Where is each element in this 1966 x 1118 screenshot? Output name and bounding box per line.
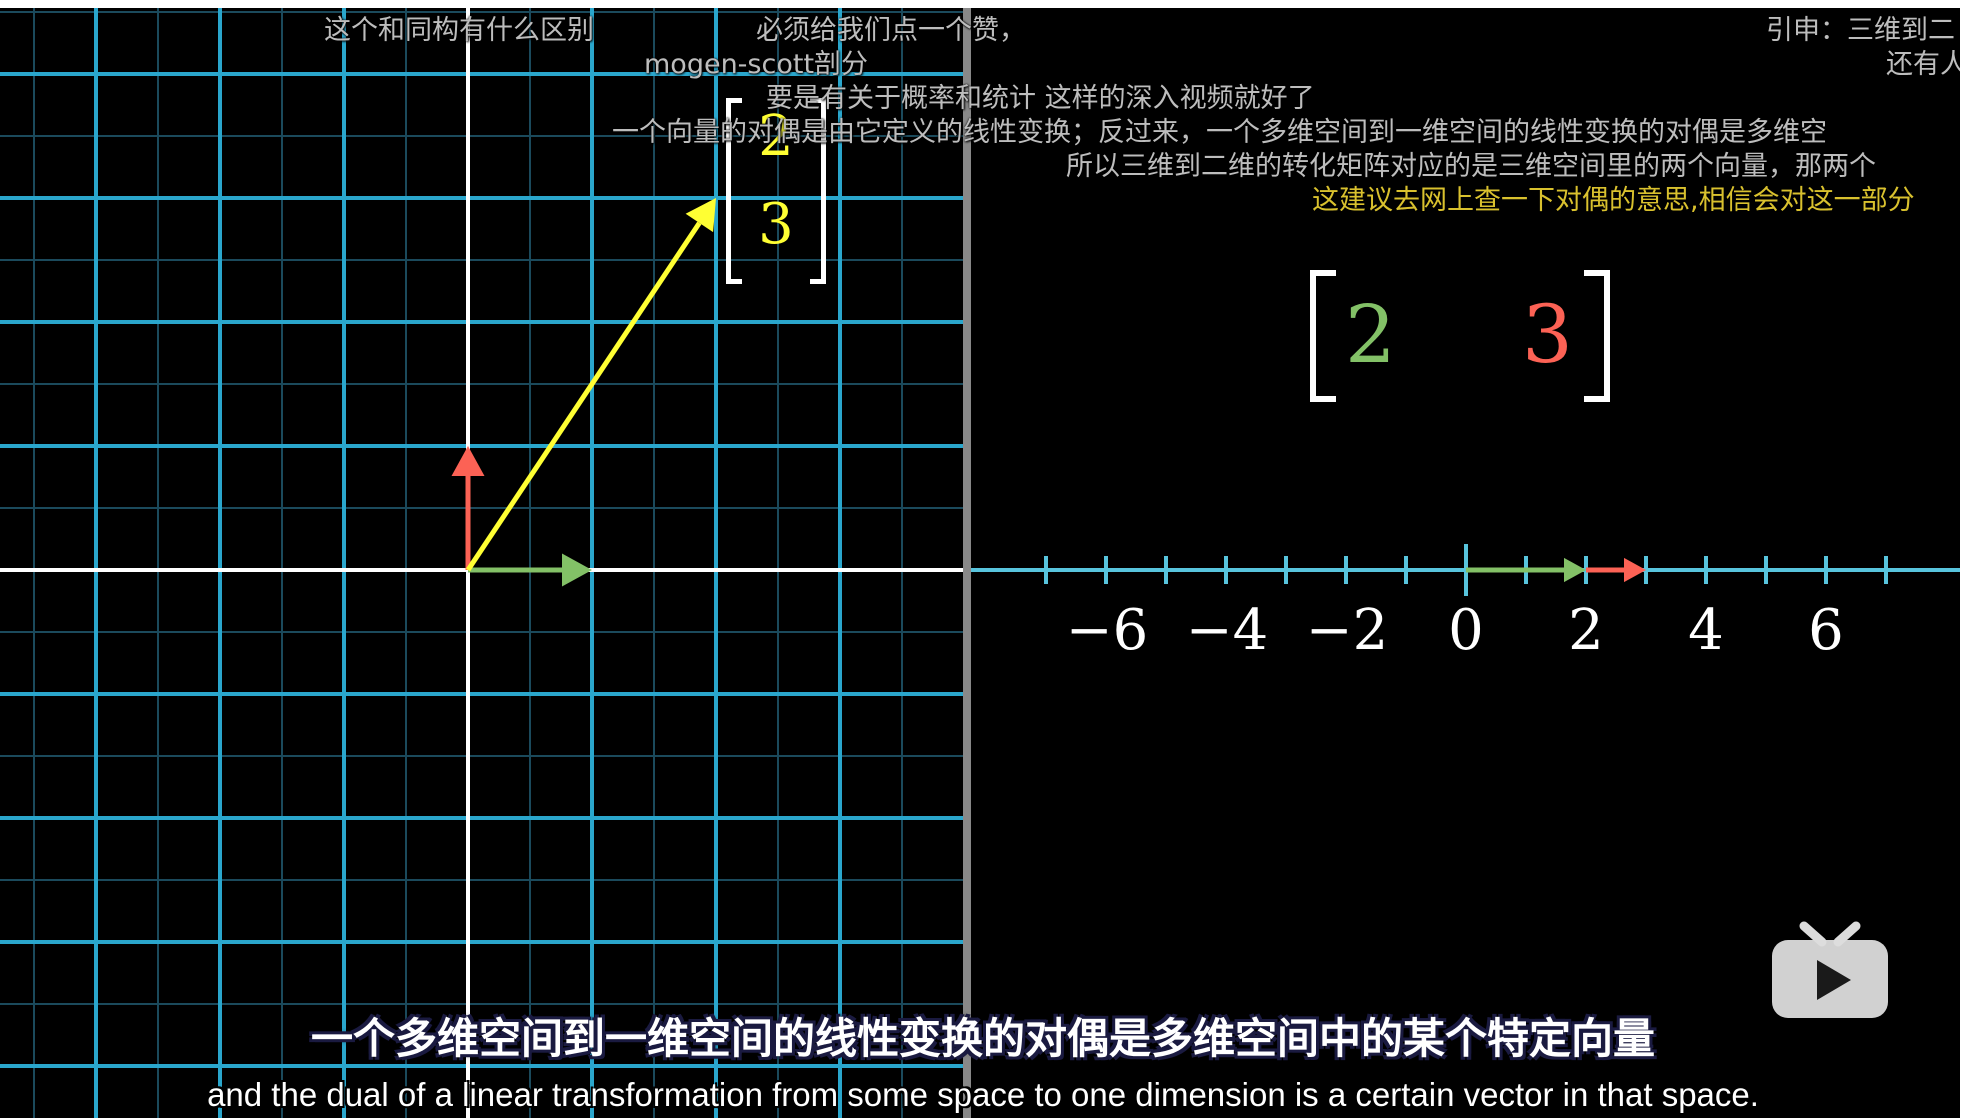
tick-label: 4 (1688, 598, 1724, 663)
tv-logo-graphic (1772, 921, 1888, 1018)
j-hat-vector-head (451, 446, 485, 476)
vector-entry-top: 2 (758, 104, 794, 169)
subtitle-english: and the dual of a linear transformation … (207, 1076, 1759, 1113)
tick-label: 6 (1808, 598, 1844, 663)
subtitle-chinese: 一个多维空间到一维空间的线性变换的对偶是多维空间中的某个特定向量 (310, 1014, 1655, 1063)
i-hat-image-head (1564, 557, 1586, 583)
i-hat-vector-head (562, 553, 592, 587)
tick-label: 2 (1568, 598, 1604, 663)
vector-entry-bottom: 3 (758, 192, 794, 257)
danmaku-comment: 引申：三维到二 (1766, 15, 1955, 46)
danmaku-comment: 还有人 (1886, 49, 1960, 80)
bilibili-tv-play-icon[interactable] (1770, 920, 1890, 1024)
matrix-entry-first: 2 (1345, 288, 1396, 381)
animation-scene (0, 8, 1960, 1118)
matrix-entry-second: 3 (1522, 288, 1573, 381)
panel-divider (963, 8, 971, 1118)
matrix-bracket-right (1584, 270, 1610, 402)
tick-label: −6 (1065, 598, 1149, 663)
danmaku-comment: 这个和同构有什么区别 (324, 15, 594, 46)
danmaku-comment: 必须给我们点一个赞， (756, 15, 1026, 46)
danmaku-comment: mogen-scott剖分 (644, 49, 869, 80)
tick-label: −4 (1185, 598, 1269, 663)
row-matrix: 2 3 (1310, 270, 1610, 410)
j-hat-image-head (1624, 557, 1646, 583)
video-frame[interactable]: 2 3 2 3 −6 −4 −2 0 2 4 6 这个和同构有什么区别 必须给我… (0, 8, 1960, 1118)
vector-2-3-shaft (465, 221, 702, 572)
danmaku-comment: 这建议去网上查一下对偶的意思,相信会对这一部分 (1312, 185, 1915, 216)
matrix-bracket-left (1310, 270, 1336, 402)
matrix-bracket-right (810, 98, 826, 284)
danmaku-comment: 所以三维到二维的转化矩阵对应的是三维空间里的两个向量，那两个 (1066, 151, 1876, 182)
danmaku-comment: 要是有关于概率和统计 这样的深入视频就好了 (766, 83, 1315, 114)
vector-2-3-head (685, 198, 716, 233)
danmaku-comment: 一个向量的对偶是由它定义的线性变换；反过来，一个多维空间到一维空间的线性变换的对… (612, 117, 1827, 148)
matrix-bracket-left (726, 98, 742, 284)
tick-label: −2 (1305, 598, 1389, 663)
column-vector-matrix: 2 3 (726, 98, 826, 298)
tick-label: 0 (1448, 598, 1484, 663)
